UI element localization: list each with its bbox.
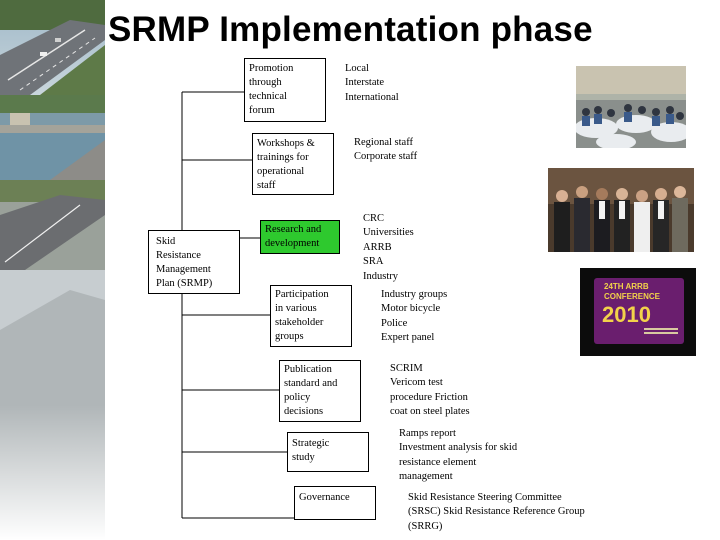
slide-title: SRMP Implementation phase — [108, 10, 593, 49]
root-box-srmp: Skid Resistance Management Plan (SRMP) — [148, 230, 240, 294]
branch-box-workshops: Workshops & trainings for operational st… — [252, 133, 334, 195]
branch-box-strategic: Strategic study — [287, 432, 369, 472]
detail-strategic: Ramps report Investment analysis for ski… — [399, 428, 518, 483]
sign-small-print — [644, 328, 678, 330]
detail-governance: Skid Resistance Steering Committee (SRSC… — [408, 492, 585, 532]
detail-promotion: Local Interstate International — [345, 63, 399, 103]
conference-sign-line2: CONFERENCE — [604, 292, 661, 301]
conference-audience-photo — [576, 66, 686, 148]
detail-participation: Industry groups Motor bicycle Police Exp… — [381, 289, 448, 344]
conference-sign-line1: 24TH ARRB — [604, 282, 649, 291]
conference-sign: 24TH ARRB CONFERENCE 2010 — [594, 278, 684, 344]
road-photo-strip — [0, 0, 105, 540]
group-photo — [548, 168, 694, 252]
branch-box-promotion: Promotion through technical forum — [244, 58, 326, 122]
conference-sign-year: 2010 — [602, 302, 651, 327]
branch-box-participation: Participation in various stakeholder gro… — [270, 285, 352, 347]
detail-research: CRC Universities ARRB SRA Industry — [363, 213, 414, 282]
branch-box-publication: Publication standard and policy decision… — [279, 360, 361, 422]
branch-box-research: Research and development — [260, 220, 340, 254]
branch-box-governance: Governance — [294, 486, 376, 520]
detail-publication: SCRIM Vericom test procedure Friction co… — [390, 363, 470, 418]
detail-workshops: Regional staff Corporate staff — [354, 137, 418, 163]
arrb-conference-sign-photo: 24TH ARRB CONFERENCE 2010 — [580, 268, 696, 356]
